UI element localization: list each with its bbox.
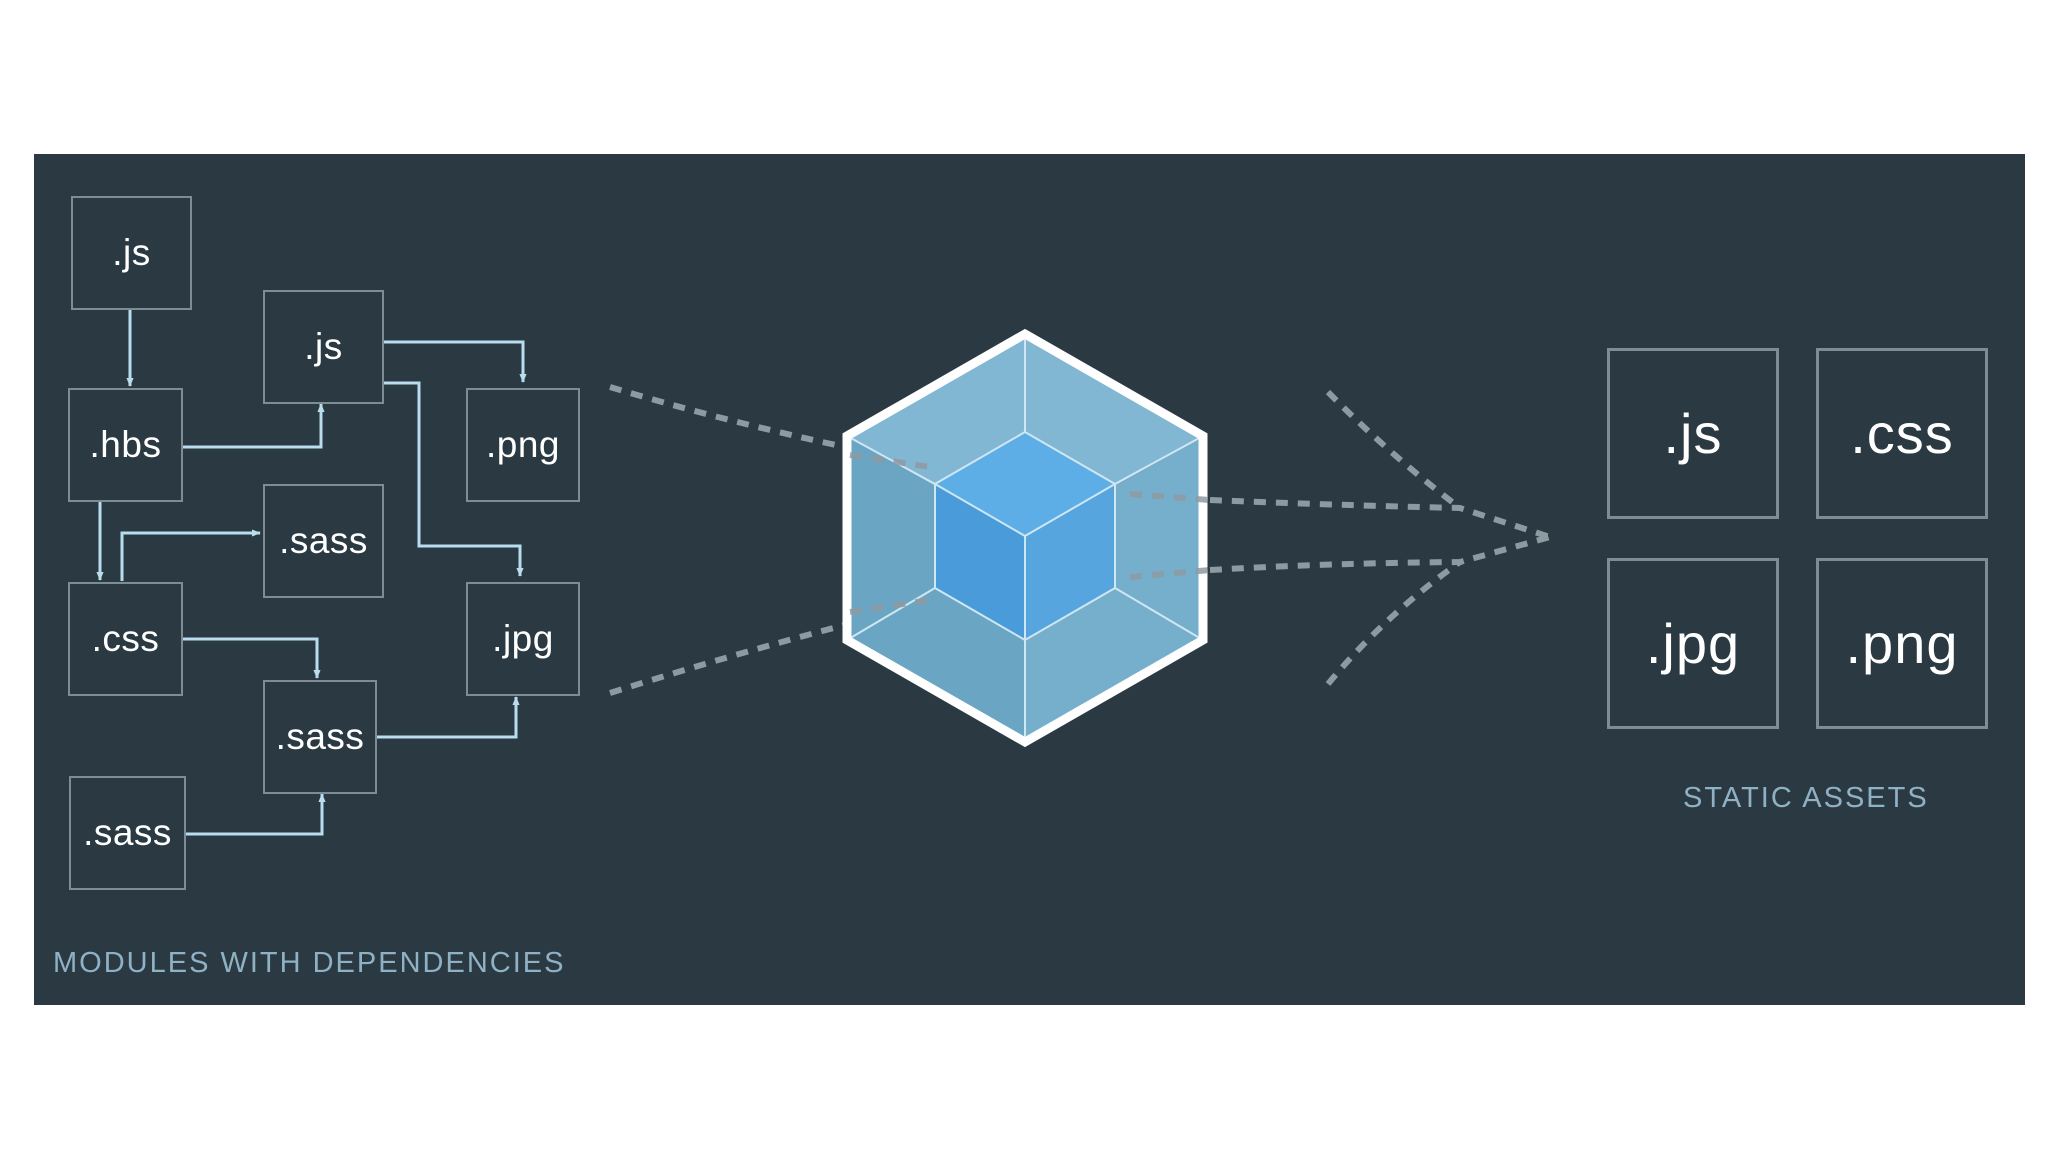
asset-js: .js [1607, 348, 1779, 519]
arrow-hbs-to-js [181, 403, 325, 449]
inner-dashed-lines [849, 452, 1211, 615]
module-jpg: .jpg [466, 582, 580, 696]
module-js: .js [263, 290, 384, 404]
arrow-js-to-jpg [382, 381, 524, 577]
module-sass-upper: .sass [263, 484, 384, 598]
arrow-css-to-sass-middle [181, 637, 321, 679]
module-png: .png [466, 388, 580, 502]
modules-caption: MODULES WITH DEPENDENCIES [53, 947, 566, 979]
arrow-js-to-png [382, 340, 527, 383]
assets-caption: STATIC ASSETS [1683, 782, 1929, 814]
module-sass-middle: .sass [263, 680, 377, 794]
arrow-sass-to-sass [184, 793, 326, 836]
module-css: .css [68, 582, 183, 696]
asset-png: .png [1816, 558, 1988, 729]
module-hbs: .hbs [68, 388, 183, 502]
module-sass-bottom: .sass [69, 776, 186, 890]
output-dashed-lines [1209, 389, 1551, 686]
arrow-css-to-sass-upper [120, 529, 261, 581]
asset-css: .css [1816, 348, 1988, 519]
dependency-arrows [96, 309, 527, 836]
asset-jpg: .jpg [1607, 558, 1779, 729]
bundler-cube-icon [842, 328, 1208, 748]
input-dashed-lines [609, 384, 961, 696]
module-js-top: .js [71, 196, 192, 310]
arrow-sass-to-jpg [376, 696, 520, 739]
